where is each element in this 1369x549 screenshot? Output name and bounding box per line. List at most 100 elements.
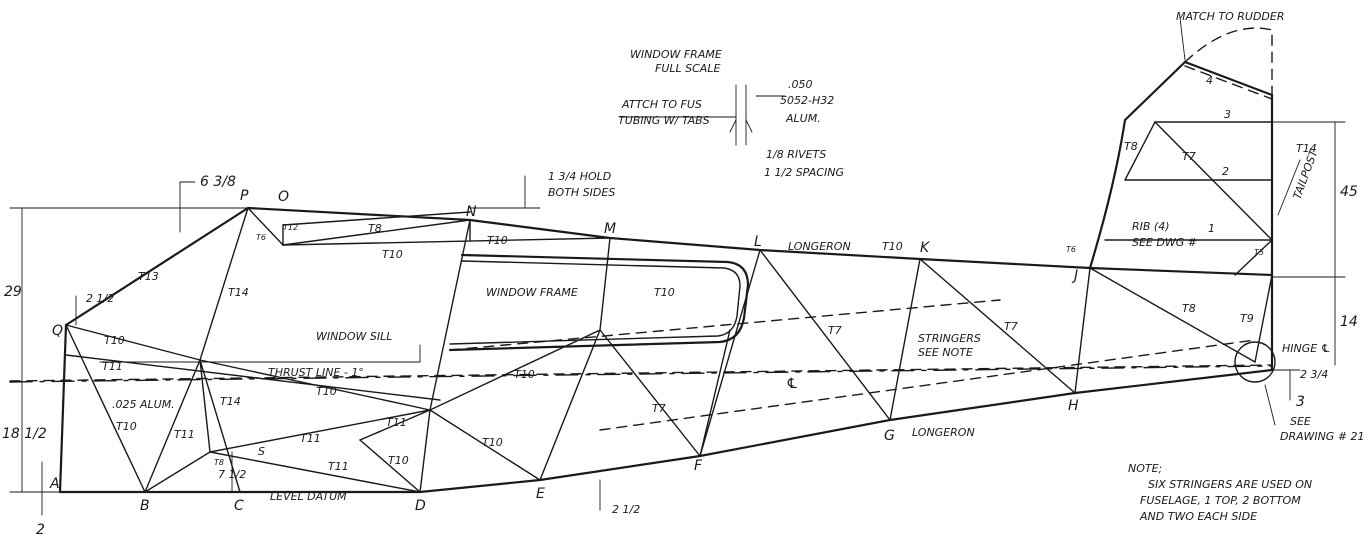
alum-sheet-label: .025 ALUM. <box>112 398 175 411</box>
window-frame-scale: FULL SCALE <box>655 62 720 75</box>
node-o: O <box>278 189 289 205</box>
stringers-label: SEE NOTE <box>918 346 973 359</box>
member-label: T11 <box>102 360 123 373</box>
longeron-bottom-label: LONGERON <box>912 426 975 439</box>
node-l: L <box>754 234 762 250</box>
stringer-note: NOTE; SIX STRINGERS ARE USED ON FUSELAGE… <box>1128 462 1312 523</box>
member-label: T8 <box>1124 140 1138 153</box>
stringers-label: STRINGERS <box>918 332 981 345</box>
hold-note: 1 3/4 HOLD <box>548 170 611 183</box>
general-annotations: 1 3/4 HOLD BOTH SIDES LONGERON LONGERON … <box>112 170 981 503</box>
dim-label: 18 1/2 <box>2 426 47 442</box>
member-label: T9 <box>1240 312 1254 325</box>
node-s: S <box>258 445 265 458</box>
match-rudder-note: MATCH TO RUDDER <box>1176 10 1285 23</box>
note-line: FUSELAGE, 1 TOP, 2 BOTTOM <box>1140 494 1301 507</box>
dimension-lines <box>21 17 1336 516</box>
member-label: T14 <box>1296 142 1317 155</box>
dim-label: 45 <box>1340 184 1358 200</box>
dim-label: 14 <box>1340 314 1358 330</box>
dim-label: 6 3/8 <box>200 174 236 190</box>
member-label: T7 <box>828 324 842 337</box>
tail-annotations: MATCH TO RUDDER 4 3 2 1 RIB (4) SEE DWG … <box>1132 10 1365 443</box>
member-label: T11 <box>386 416 407 429</box>
member-label: T10 <box>487 234 508 247</box>
member-label: T7 <box>1182 150 1196 163</box>
member-label: T11 <box>328 460 349 473</box>
dim-label: 2 <box>36 522 45 538</box>
vertical-stabilizer <box>1088 27 1276 383</box>
member-label: T10 <box>388 454 409 467</box>
fuselage-outline <box>58 206 1274 494</box>
hold-note: BOTH SIDES <box>548 186 615 199</box>
window-frame-gauge: .050 <box>788 78 813 91</box>
window-frame-rivets: 1/8 RIVETS <box>766 148 826 161</box>
member-label: T8 <box>368 222 382 235</box>
node-h: H <box>1068 398 1079 414</box>
node-k: K <box>920 240 931 256</box>
reference-lines <box>9 121 1346 493</box>
member-label: T5 <box>1254 248 1264 257</box>
member-labels: T13 T14 T14 T12 T6 T8 T10 T10 T10 T11 T1… <box>102 140 1317 473</box>
window-frame-outline <box>448 253 750 352</box>
note-line: AND TWO EACH SIDE <box>1139 510 1257 523</box>
note-title: NOTE; <box>1128 462 1162 475</box>
window-frame-label: WINDOW FRAME <box>486 286 578 299</box>
level-datum-label: LEVEL DATUM <box>270 490 347 503</box>
window-frame-callouts: WINDOW FRAME FULL SCALE ATTCH TO FUS TUB… <box>486 48 844 299</box>
member-label: T10 <box>882 240 903 253</box>
dim-label: 2 1/2 <box>86 292 114 305</box>
member-label: T7 <box>652 402 666 415</box>
member-label: T14 <box>220 395 241 408</box>
member-label: T13 <box>138 270 159 283</box>
member-label: T10 <box>382 248 403 261</box>
thrust-line-label: THRUST LINE - 1° <box>268 366 364 379</box>
member-label: T12 <box>283 223 298 232</box>
member-label: T10 <box>116 420 137 433</box>
window-frame-title: WINDOW FRAME <box>630 48 722 61</box>
node-b: B <box>140 498 150 514</box>
node-labels: A B C D E F G H J K L M N O P Q S <box>49 188 1079 514</box>
member-label: T11 <box>174 428 195 441</box>
rib-note: SEE DWG # <box>1132 236 1197 249</box>
node-j: J <box>1071 268 1078 284</box>
truss-members <box>65 93 1274 493</box>
node-d: D <box>415 498 426 514</box>
member-label: T6 <box>256 233 266 242</box>
dim-label: 3 <box>1296 394 1305 410</box>
rib-number: 3 <box>1224 108 1231 121</box>
window-sill-label: WINDOW SILL <box>316 330 392 343</box>
member-label: T14 <box>228 286 249 299</box>
dimension-labels: 6 3/8 29 2 1/2 18 1/2 2 7 1/2 2 1/2 45 1… <box>2 174 1358 538</box>
window-frame-detail <box>619 84 786 146</box>
node-m: M <box>604 221 616 237</box>
rib-number: 4 <box>1206 74 1213 87</box>
member-label: T10 <box>104 334 125 347</box>
dim-label: 2 1/2 <box>612 503 640 516</box>
window-frame-alloy: 5052-H32 <box>780 94 834 107</box>
rib-number: 1 <box>1208 222 1215 235</box>
tailpost-label: TAILPOST <box>1291 147 1321 201</box>
member-label: T10 <box>514 368 535 381</box>
member-label: T7 <box>1004 320 1018 333</box>
see-drawing-note: SEE <box>1290 415 1311 428</box>
window-frame-attach: TUBING W/ TABS <box>618 114 710 127</box>
window-frame-material: ALUM. <box>785 112 821 125</box>
hinge-label: HINGE ℄ <box>1282 342 1331 355</box>
node-g: G <box>884 428 895 444</box>
node-q: Q <box>52 323 63 339</box>
member-label: T10 <box>654 286 675 299</box>
node-f: F <box>694 458 703 474</box>
dim-label: 7 1/2 <box>218 468 246 481</box>
node-n: N <box>466 204 477 220</box>
note-line: SIX STRINGERS ARE USED ON <box>1148 478 1312 491</box>
node-e: E <box>536 486 545 502</box>
dim-label: 2 3/4 <box>1300 368 1328 381</box>
node-a: A <box>49 476 60 492</box>
see-drawing-note: DRAWING # 21 <box>1280 430 1365 443</box>
longeron-top-label: LONGERON <box>788 240 851 253</box>
rib-number: 2 <box>1222 165 1229 178</box>
window-frame-attach: ATTCH TO FUS <box>621 98 702 111</box>
member-label: T11 <box>300 432 321 445</box>
